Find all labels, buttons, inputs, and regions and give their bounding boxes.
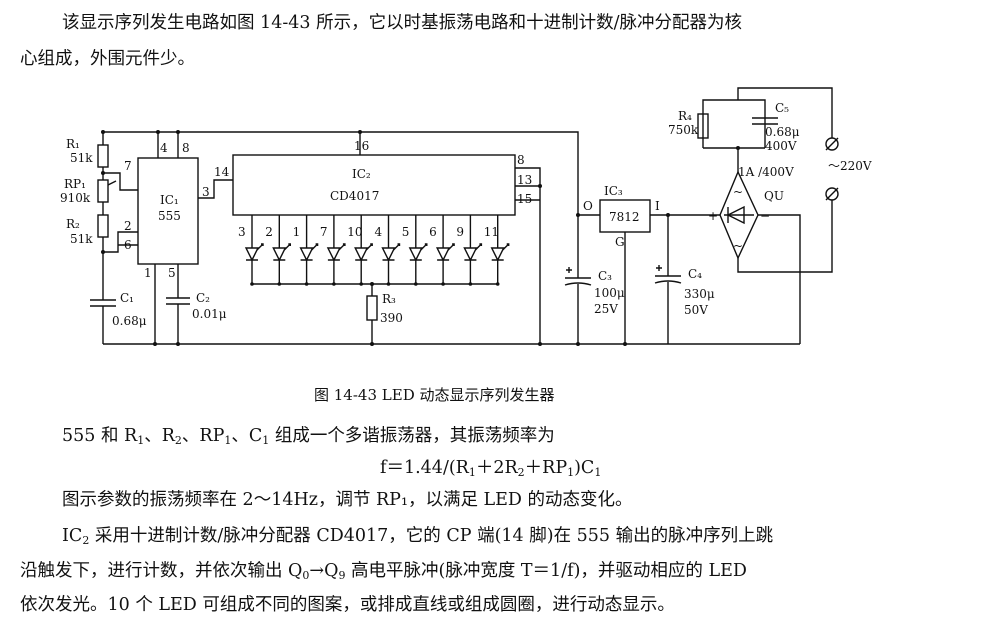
c2-capacitor xyxy=(166,297,190,305)
ic2-pin-13: 13 xyxy=(517,173,532,187)
c3-label: C₃ xyxy=(598,269,612,283)
r3-value: 390 xyxy=(380,311,403,325)
c1-value: 0.68μ xyxy=(112,314,147,328)
rp1-label: RP₁ xyxy=(64,177,86,191)
ic3-pin-o: O xyxy=(583,199,593,213)
led-7: 7 xyxy=(320,215,346,286)
c4-label: C₄ xyxy=(688,267,702,281)
led-pin-label: 6 xyxy=(429,225,437,239)
bridge-ac-top: ~ xyxy=(733,185,743,199)
c3-value-volt: 25V xyxy=(594,302,618,316)
r4-value: 750k xyxy=(668,123,699,137)
ic3-pin-g: G xyxy=(615,235,625,249)
c1-capacitor xyxy=(90,299,116,307)
ic1-pin-5: 5 xyxy=(168,266,176,280)
r2-label: R₂ xyxy=(66,217,80,231)
ic1-555-chip xyxy=(137,157,199,265)
led-pin-label: 11 xyxy=(484,225,499,239)
ic2-cd4017-chip xyxy=(232,154,516,216)
ic1-pin-8: 8 xyxy=(182,141,190,155)
led-1: 1 xyxy=(293,215,319,286)
r2-resistor xyxy=(97,214,109,238)
led-2: 2 xyxy=(265,215,291,286)
c5-value-volt: 400V xyxy=(765,139,797,153)
r4-resistor xyxy=(697,113,709,139)
ic3-label: IC₃ xyxy=(604,184,623,198)
paragraph-1: 555 和 R1、R2、RP1、C1 组成一个多谐振荡器，其振荡频率为 xyxy=(62,426,555,447)
r3-label: R₃ xyxy=(382,292,396,306)
c1-label: C₁ xyxy=(120,291,134,305)
ic2-type: CD4017 xyxy=(330,189,379,203)
ic3-type: 7812 xyxy=(609,210,640,224)
ic1-pin-7: 7 xyxy=(124,159,132,173)
r1-resistor xyxy=(97,144,109,168)
c3-value-cap: 100μ xyxy=(594,286,625,300)
led-pin-label: 4 xyxy=(375,225,383,239)
ic2-pin-14: 14 xyxy=(214,165,230,179)
figure-caption: 图 14-43 LED 动态显示序列发生器 xyxy=(314,386,555,404)
c5-capacitor xyxy=(752,117,778,125)
led-pin-label: 2 xyxy=(265,225,273,239)
r1-label: R₁ xyxy=(66,137,80,151)
bridge-plus: + xyxy=(708,209,718,223)
r2-value: 51k xyxy=(70,232,93,246)
power-supply-block: C₃ 100μ 25V IC₃ 7812 O I G C₄ 330μ 50V ~… xyxy=(564,87,872,346)
ic3-pin-i: I xyxy=(655,199,660,213)
timer-555-block: R₁ 51k RP₁ 910k R₂ 51k C₁ 0.68μ C₂ 0.01μ… xyxy=(60,130,800,346)
led-11: 11 xyxy=(484,215,510,286)
intro-line-1: 该显示序列发生电路如图 14-43 所示，它以时基振荡电路和十进制计数/脉冲分配… xyxy=(62,13,742,33)
led-pin-label: 7 xyxy=(320,225,328,239)
ic2-label: IC₂ xyxy=(352,167,371,181)
ic1-pin-6: 6 xyxy=(124,238,132,252)
c4-value-cap: 330μ xyxy=(684,287,715,301)
ic1-pin-2: 2 xyxy=(124,219,132,233)
circuit-diagram: R₁ 51k RP₁ 910k R₂ 51k C₁ 0.68μ C₂ 0.01μ… xyxy=(60,87,872,346)
c2-label: C₂ xyxy=(196,291,210,305)
ic2-pin-16: 16 xyxy=(354,139,369,153)
paragraph-4: 沿触发下，进行计数，并依次输出 Q0→Q9 高电平脉冲(脉冲宽度 T＝1/f)，… xyxy=(20,561,747,582)
frequency-formula: f＝1.44/(R1＋2R2＋RP1)C1 xyxy=(380,458,602,479)
led-6: 6 xyxy=(429,215,455,286)
c5-label: C₅ xyxy=(775,101,789,115)
led-pin-label: 9 xyxy=(456,225,464,239)
paragraph-3: IC2 采用十进制计数/脉冲分配器 CD4017，它的 CP 端(14 脚)在 … xyxy=(62,526,774,547)
cd4017-block: 16 14 8 13 15 IC₂ CD4017 R₃ 390 3 2 1 7 10 4 5… xyxy=(214,130,542,346)
r3-resistor xyxy=(366,295,378,321)
bridge-rating: 1A /400V xyxy=(738,165,794,179)
led-pin-label: 3 xyxy=(238,225,246,239)
ic2-pin-8: 8 xyxy=(517,153,525,167)
bridge-name: QU xyxy=(764,189,784,203)
bridge-minus: − xyxy=(760,209,770,223)
r1-value: 51k xyxy=(70,151,93,165)
mains-terminal-top xyxy=(825,137,839,151)
led-10: 10 xyxy=(347,215,373,286)
ic1-pin-1: 1 xyxy=(144,266,152,280)
mains-label: ～220V xyxy=(828,159,872,173)
led-4: 4 xyxy=(375,215,401,286)
led-pin-label: 10 xyxy=(347,225,362,239)
c5-value-cap: 0.68μ xyxy=(765,125,800,139)
paragraph-5: 依次发光。10 个 LED 可组成不同的图案，或排成直线或组成圆圈，进行动态显示… xyxy=(20,595,675,615)
ic1-pin-4: 4 xyxy=(160,141,168,155)
c2-value: 0.01μ xyxy=(192,307,227,321)
r4-label: R₄ xyxy=(678,109,692,123)
led-pin-label: 1 xyxy=(293,225,301,239)
ic1-pin-3: 3 xyxy=(202,185,210,199)
intro-line-2: 心组成，外围元件少。 xyxy=(20,49,195,69)
ic1-type: 555 xyxy=(158,209,181,223)
ic2-pin-15: 15 xyxy=(517,192,532,206)
ic1-label: IC₁ xyxy=(160,193,179,207)
led-pin-label: 5 xyxy=(402,225,410,239)
paragraph-2: 图示参数的振荡频率在 2～14Hz，调节 RP₁，以满足 LED 的动态变化。 xyxy=(62,490,633,510)
rp1-value: 910k xyxy=(60,191,91,205)
led-9: 9 xyxy=(456,215,483,286)
c4-value-volt: 50V xyxy=(684,303,708,317)
led-5: 5 xyxy=(402,215,428,286)
led-3: 3 xyxy=(238,215,264,286)
rp1-potentiometer xyxy=(97,179,109,203)
bridge-ac-bottom: ~ xyxy=(733,239,743,253)
